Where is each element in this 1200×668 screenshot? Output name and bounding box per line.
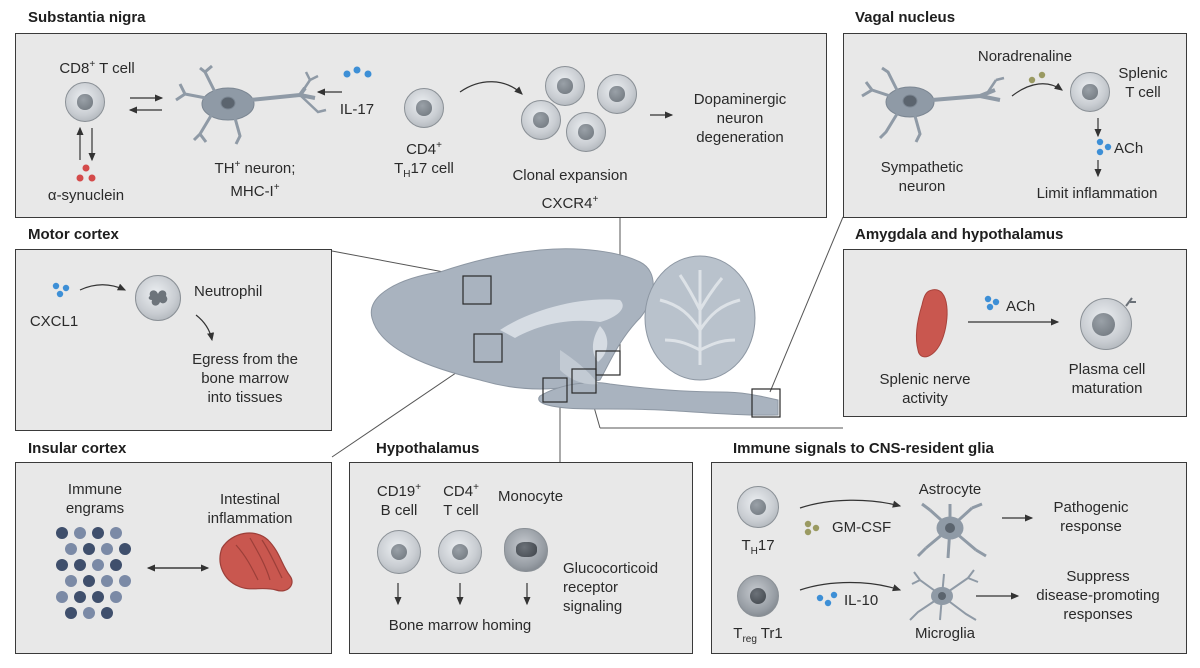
ach-dots-amygdala — [984, 295, 1000, 311]
splenic-t-cell-icon — [1070, 72, 1110, 112]
neutrophil-icon — [135, 275, 181, 321]
spleen-illustration — [915, 289, 948, 358]
title-substantia-nigra: Substantia nigra — [28, 9, 146, 26]
title-vagal-nucleus: Vagal nucleus — [855, 9, 956, 26]
intestine-illustration — [219, 532, 293, 592]
clonal-cell-icon — [597, 74, 637, 114]
cd4-t-cell-icon — [438, 530, 482, 574]
ach-dots-vagal — [1096, 138, 1112, 156]
title-amygdala: Amygdala and hypothalamus — [855, 226, 1064, 243]
cd4-th17-cell-icon — [404, 88, 444, 128]
neuron-th — [175, 64, 327, 145]
cxcl1-dots — [52, 282, 70, 298]
region-markers — [462, 275, 781, 418]
label-cd19-b-cell: CD19+B cell — [376, 482, 422, 519]
label-cd4-t-cell: CD4+T cell — [443, 482, 479, 519]
label-alpha-synuclein: α-synuclein — [47, 187, 125, 204]
title-insular-cortex: Insular cortex — [28, 440, 127, 457]
label-neutrophil: Neutrophil — [194, 283, 263, 300]
label-noradrenaline: Noradrenaline — [977, 48, 1073, 65]
arrow-cxcl1 — [79, 283, 127, 291]
label-th17: TH17 — [741, 537, 775, 557]
arrow-to-clonal — [459, 81, 523, 95]
noradrenaline-dots — [1028, 71, 1046, 84]
clonal-cell-icon — [545, 66, 585, 106]
th17-cell-icon — [737, 486, 779, 528]
arrow-treg-microglia — [799, 581, 902, 592]
label-cd4-th17-cell: CD4+TH17 cell — [394, 140, 454, 180]
label-gmcsf: GM-CSF — [832, 519, 892, 536]
title-motor-cortex: Motor cortex — [28, 226, 119, 243]
brain-illustration — [370, 248, 779, 416]
label-treg-tr1: Treg Tr1 — [733, 625, 783, 645]
clonal-cell-icon — [566, 112, 606, 152]
cd19-b-cell-icon — [377, 530, 421, 574]
label-cd8-t-cell: CD8+ T cell — [59, 59, 135, 77]
astrocyte-illustration — [916, 502, 987, 559]
cd8-t-cell-icon — [65, 82, 105, 122]
label-limit-inflammation: Limit inflammation — [1036, 185, 1158, 202]
label-th-neuron: TH+ neuron;MHC-I+ — [214, 159, 296, 200]
plasma-receptor — [1125, 297, 1136, 307]
gmcsf-dots — [804, 520, 820, 536]
label-clonal-expansion: Clonal expansion — [512, 167, 628, 184]
panel-vagal-nucleus — [843, 33, 1187, 218]
label-monocyte: Monocyte — [498, 488, 564, 505]
neuron-sympathetic — [861, 66, 1005, 143]
microglia-illustration — [909, 569, 979, 621]
label-il17: IL-17 — [339, 101, 375, 118]
arrow-th17-astrocyte — [799, 499, 902, 509]
plasma-cell-icon — [1080, 298, 1132, 350]
title-hypothalamus: Hypothalamus — [376, 440, 480, 457]
synuclein-dots — [76, 164, 96, 182]
clonal-cell-icon — [521, 100, 561, 140]
il17-dots — [343, 66, 372, 78]
title-glia: Immune signals to CNS-resident glia — [733, 440, 994, 457]
panel-motor-cortex — [15, 249, 332, 431]
label-bone-marrow-homing: Bone marrow homing — [388, 617, 532, 634]
monocyte-icon — [504, 528, 548, 572]
label-il10: IL-10 — [844, 592, 879, 609]
label-microglia: Microglia — [914, 625, 975, 642]
label-cxcl1: CXCL1 — [29, 313, 79, 330]
label-ach-amygdala: ACh — [1006, 298, 1036, 315]
arrow-noradrenaline — [1011, 82, 1063, 97]
il10-dots — [816, 591, 838, 607]
label-ach-vagal: ACh — [1114, 140, 1144, 157]
label-astrocyte: Astrocyte — [918, 481, 982, 498]
treg-cell-icon — [737, 575, 779, 617]
label-cxcr4: CXCR4+ — [541, 194, 599, 212]
immune-engrams-dots — [56, 527, 131, 619]
arrow-egress — [195, 314, 215, 342]
